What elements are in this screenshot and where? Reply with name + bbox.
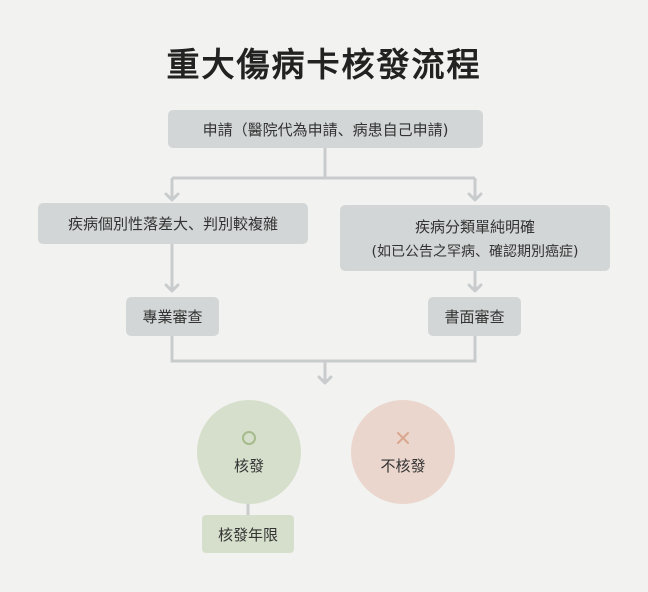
right-review-label: 書面審查 — [444, 308, 505, 326]
right-review-box: 書面審查 — [428, 297, 521, 336]
left-review-label: 專業審查 — [142, 308, 203, 326]
arrowhead-left-review — [164, 283, 180, 293]
apply-label: 申請（醫院代為申請、病患自己申請) — [202, 120, 449, 139]
left-review-box: 專業審查 — [126, 297, 219, 336]
approve-label: 核發 — [233, 456, 264, 475]
reject-circle: 不核發 — [351, 400, 455, 504]
arrowhead-left-condition — [164, 192, 180, 202]
reject-label: 不核發 — [380, 456, 426, 475]
page-title: 重大傷病卡核發流程 — [166, 45, 482, 84]
validity-label: 核發年限 — [217, 525, 278, 544]
arrowhead-right-condition — [467, 192, 483, 202]
connector-apply-split — [172, 148, 475, 180]
right-condition-label: 疾病分類單純明確 — [414, 217, 535, 236]
cross-x-icon — [395, 429, 411, 447]
right-condition-sublabel: (如已公告之罕病、確認期別癌症) — [371, 243, 579, 260]
left-condition-label: 疾病個別性落差大、判別較複雜 — [67, 215, 278, 233]
arrowhead-decision — [317, 375, 333, 385]
right-condition-box: 疾病分類單純明確 (如已公告之罕病、確認期別癌症) — [340, 205, 610, 271]
circle-o-icon — [241, 429, 257, 447]
arrowhead-right-review — [467, 283, 483, 293]
connector-reviews-merge — [170, 336, 477, 381]
apply-box: 申請（醫院代為申請、病患自己申請) — [168, 110, 483, 148]
left-condition-box: 疾病個別性落差大、判別較複雜 — [38, 203, 308, 244]
validity-box: 核發年限 — [202, 515, 294, 553]
approve-circle: 核發 — [197, 400, 301, 504]
